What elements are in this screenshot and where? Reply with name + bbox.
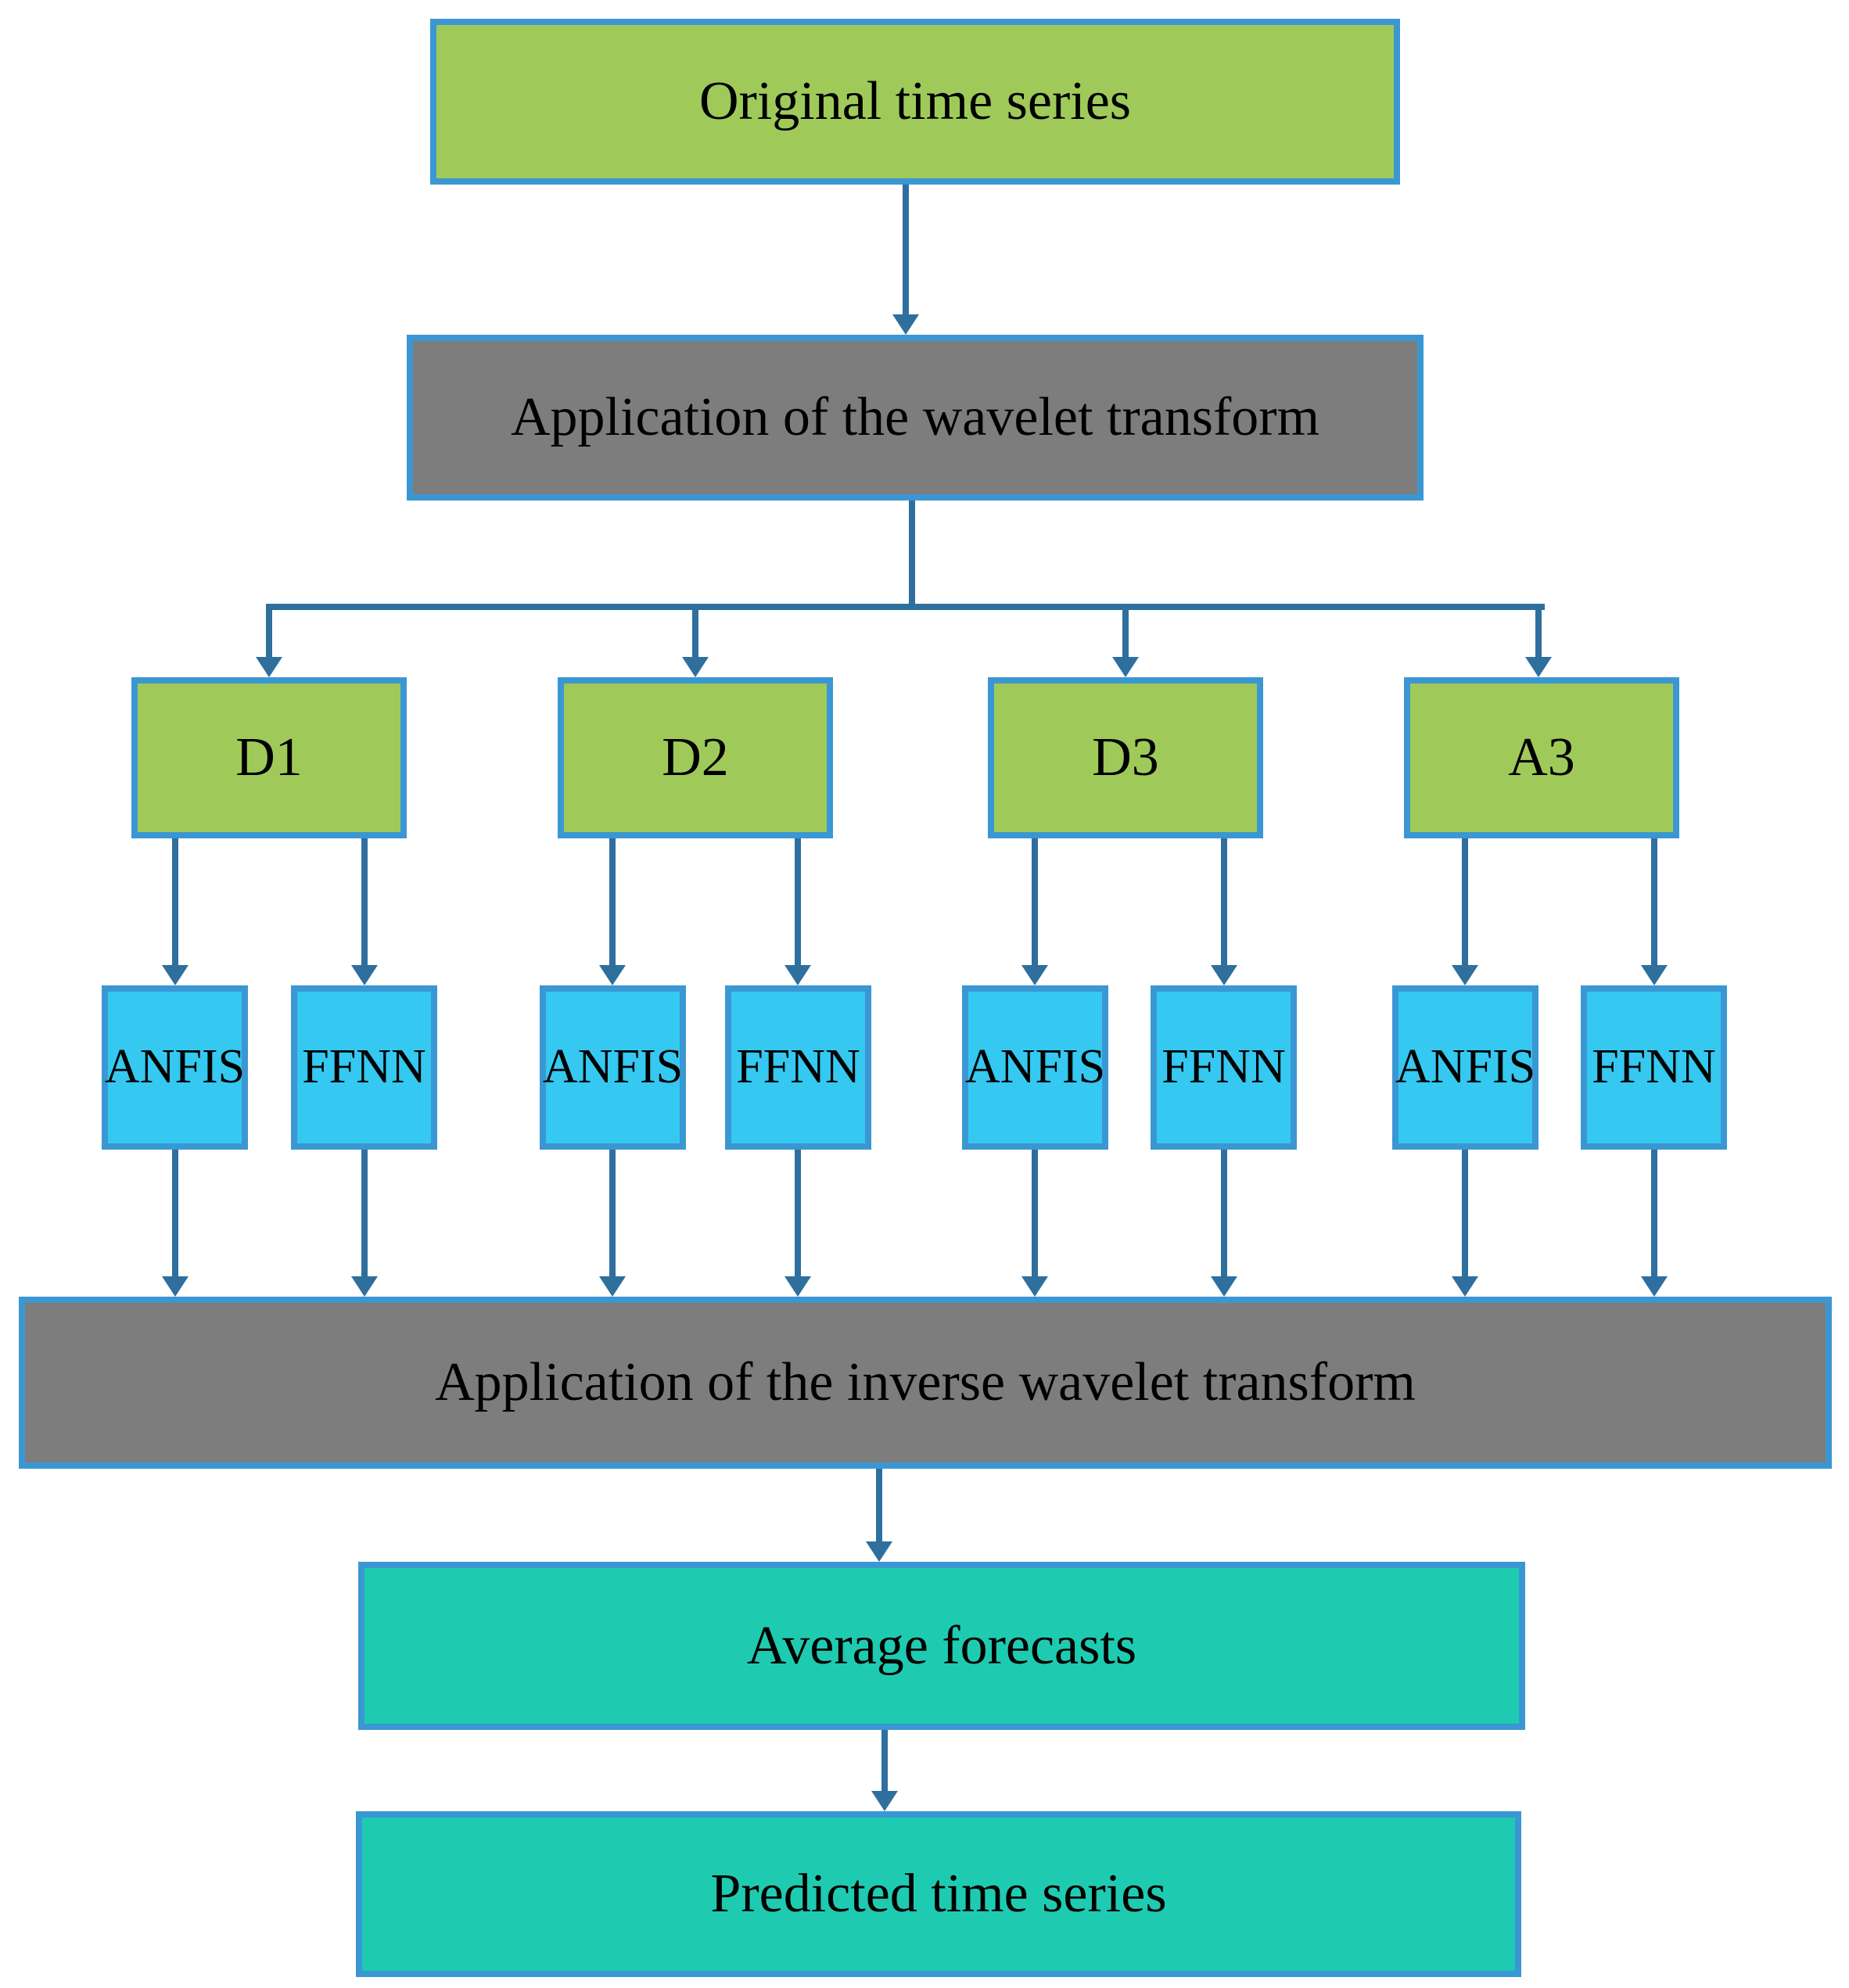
- average-forecasts-node: Average forecasts: [358, 1562, 1525, 1730]
- node-label: ANFIS: [104, 1040, 246, 1094]
- connector-anfis-d2-to-inverse: [609, 1150, 616, 1276]
- node-label: Application of the inverse wavelet trans…: [435, 1352, 1416, 1413]
- component-a3-node: A3: [1404, 677, 1679, 838]
- arrowhead-down-icon: [1211, 1276, 1237, 1297]
- original-time-series-node: Original time series: [430, 19, 1400, 185]
- arrowhead-down-icon: [599, 965, 626, 985]
- arrowhead-down-icon: [351, 965, 378, 985]
- node-label: ANFIS: [964, 1040, 1106, 1094]
- connector-ffnn-d2-to-inverse: [795, 1150, 801, 1276]
- arrowhead-down-icon: [682, 657, 709, 677]
- connector-a3-to-ffnn: [1651, 838, 1657, 965]
- anfis-d2-node: ANFIS: [540, 985, 686, 1150]
- connector-original-to-wavelet: [903, 185, 909, 316]
- node-label: Average forecasts: [746, 1615, 1137, 1676]
- arrowhead-down-icon: [162, 1276, 188, 1297]
- arrowhead-down-icon: [866, 1541, 892, 1562]
- arrowhead-down-icon: [784, 965, 811, 985]
- arrowhead-down-icon: [1211, 965, 1237, 985]
- node-label: D2: [662, 727, 729, 788]
- connector-d2-to-ffnn: [795, 838, 801, 965]
- arrowhead-down-icon: [351, 1276, 378, 1297]
- arrowhead-down-icon: [871, 1791, 898, 1811]
- connector-average-to-predicted: [881, 1730, 888, 1791]
- node-label: FFNN: [1592, 1040, 1716, 1094]
- arrowhead-down-icon: [1021, 965, 1048, 985]
- anfis-d1-node: ANFIS: [102, 985, 248, 1150]
- connector-branch-to-d3: [1122, 610, 1129, 657]
- node-label: Predicted time series: [710, 1864, 1167, 1925]
- arrowhead-down-icon: [1641, 965, 1668, 985]
- wavelet-transform-node: Application of the wavelet transform: [407, 335, 1424, 501]
- arrowhead-down-icon: [599, 1276, 626, 1297]
- connector-d1-to-anfis: [172, 838, 178, 965]
- arrowhead-down-icon: [1452, 1276, 1478, 1297]
- connector-d3-to-ffnn: [1221, 838, 1227, 965]
- arrowhead-down-icon: [1112, 657, 1139, 677]
- node-label: FFNN: [1161, 1040, 1286, 1094]
- ffnn-d3-node: FFNN: [1151, 985, 1297, 1150]
- node-label: FFNN: [736, 1040, 860, 1094]
- arrowhead-down-icon: [892, 314, 919, 335]
- arrowhead-down-icon: [1641, 1276, 1668, 1297]
- anfis-a3-node: ANFIS: [1392, 985, 1538, 1150]
- connector-branch-to-d2: [692, 610, 698, 657]
- connector-inverse-to-average: [876, 1469, 882, 1541]
- connector-d3-to-anfis: [1032, 838, 1038, 965]
- node-label: A3: [1508, 727, 1575, 788]
- ffnn-d2-node: FFNN: [725, 985, 871, 1150]
- inverse-wavelet-transform-node: Application of the inverse wavelet trans…: [19, 1297, 1832, 1469]
- connector-anfis-d1-to-inverse: [172, 1150, 178, 1276]
- connector-branch-to-d1: [266, 610, 272, 657]
- predicted-time-series-node: Predicted time series: [356, 1811, 1521, 1977]
- arrowhead-down-icon: [1021, 1276, 1048, 1297]
- ffnn-a3-node: FFNN: [1581, 985, 1727, 1150]
- arrowhead-down-icon: [1452, 965, 1478, 985]
- ffnn-d1-node: FFNN: [291, 985, 437, 1150]
- node-label: ANFIS: [1395, 1040, 1536, 1094]
- arrowhead-down-icon: [162, 965, 188, 985]
- node-label: D3: [1092, 727, 1159, 788]
- connector-anfis-a3-to-inverse: [1462, 1150, 1468, 1276]
- arrowhead-down-icon: [256, 657, 282, 677]
- node-label: ANFIS: [542, 1040, 684, 1094]
- connector-d1-to-ffnn: [361, 838, 368, 965]
- connector-anfis-d3-to-inverse: [1032, 1150, 1038, 1276]
- connector-ffnn-d1-to-inverse: [361, 1150, 368, 1276]
- connector-ffnn-d3-to-inverse: [1221, 1150, 1227, 1276]
- node-label: Application of the wavelet transform: [510, 387, 1320, 448]
- arrowhead-down-icon: [784, 1276, 811, 1297]
- branch-rail: [266, 604, 1545, 610]
- node-label: Original time series: [698, 71, 1132, 132]
- node-label: FFNN: [302, 1040, 426, 1094]
- connector-a3-to-anfis: [1462, 838, 1468, 965]
- arrowhead-down-icon: [1525, 657, 1552, 677]
- connector-branch-to-a3: [1535, 610, 1542, 657]
- component-d2-node: D2: [558, 677, 833, 838]
- connector-ffnn-a3-to-inverse: [1651, 1150, 1657, 1276]
- component-d1-node: D1: [131, 677, 407, 838]
- component-d3-node: D3: [988, 677, 1263, 838]
- connector-d2-to-anfis: [609, 838, 616, 965]
- node-label: D1: [235, 727, 303, 788]
- anfis-d3-node: ANFIS: [962, 985, 1108, 1150]
- connector-wavelet-to-branch: [909, 501, 915, 610]
